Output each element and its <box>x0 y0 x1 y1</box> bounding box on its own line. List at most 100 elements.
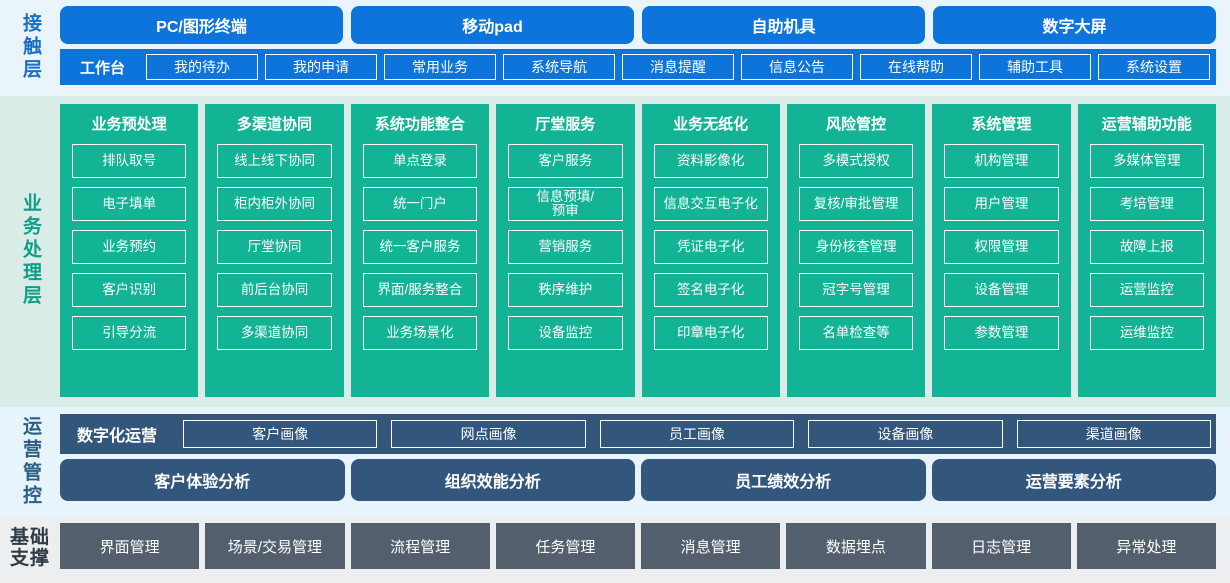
business-item[interactable]: 厅堂协同 <box>217 230 332 264</box>
analysis-chip-customer-experience[interactable]: 客户体验分析 <box>60 459 345 501</box>
business-column-system-integration: 系统功能整合 单点登录 统一门户 统一客户服务 界面/服务整合 业务场景化 <box>350 104 490 397</box>
business-column-title: 业务预处理 <box>91 116 167 133</box>
base-chip-log-management[interactable]: 日志管理 <box>931 523 1071 569</box>
portrait-chip-channel[interactable]: 渠道画像 <box>1016 420 1211 448</box>
base-chip-task-management[interactable]: 任务管理 <box>495 523 635 569</box>
business-column-title: 多渠道协同 <box>237 116 313 133</box>
business-item[interactable]: 多模式授权 <box>798 144 914 178</box>
business-item[interactable]: 印章电子化 <box>653 316 768 350</box>
workbench-chip-system-navigation[interactable]: 系统导航 <box>503 54 616 80</box>
contact-layer-label: 接触层 <box>0 6 60 88</box>
business-column-title: 风险管控 <box>826 116 887 133</box>
workbench-chip-my-todo[interactable]: 我的待办 <box>146 54 259 80</box>
analysis-chip-operation-factor[interactable]: 运营要素分析 <box>931 459 1216 501</box>
portrait-chip-employee[interactable]: 员工画像 <box>599 420 795 448</box>
business-item[interactable]: 业务预约 <box>72 230 187 264</box>
business-item[interactable]: 信息交互电子化 <box>653 187 768 221</box>
digital-operations-title: 数字化运营 <box>77 428 158 445</box>
business-item[interactable]: 复核/审批管理 <box>798 187 914 221</box>
analysis-row: 客户体验分析 组织效能分析 员工绩效分析 运营要素分析 <box>60 459 1216 501</box>
business-item[interactable]: 凭证电子化 <box>653 230 768 264</box>
business-item[interactable]: 权限管理 <box>944 230 1059 264</box>
base-support-layer: 基础 支撑 界面管理 场景/交易管理 流程管理 任务管理 消息管理 数据埋点 日… <box>0 517 1230 583</box>
business-item[interactable]: 多渠道协同 <box>217 316 332 350</box>
contact-layer-body: PC/图形终端 移动pad 自助机具 数字大屏 工作台 我的待办 我的申请 常用… <box>60 6 1230 88</box>
business-item[interactable]: 统一门户 <box>362 187 478 221</box>
operations-layer-label-text: 运营管控 <box>19 415 41 508</box>
base-chip-message-management[interactable]: 消息管理 <box>641 523 781 569</box>
base-chip-ui-management[interactable]: 界面管理 <box>60 523 200 569</box>
contact-layer-label-text: 接触层 <box>19 12 41 82</box>
workbench-chip-message-alert[interactable]: 消息提醒 <box>622 54 735 80</box>
portrait-chip-customer[interactable]: 客户画像 <box>183 420 378 448</box>
workbench-chip-common-business[interactable]: 常用业务 <box>384 54 497 80</box>
business-column-title: 厅堂服务 <box>535 116 596 133</box>
operations-layer: 运营管控 数字化运营 客户画像 网点画像 员工画像 设备画像 渠道画像 客户体验… <box>0 407 1230 517</box>
business-column-paperless: 业务无纸化 资料影像化 信息交互电子化 凭证电子化 签名电子化 印章电子化 <box>641 104 780 397</box>
business-item[interactable]: 电子填单 <box>72 187 187 221</box>
base-chip-exception-handling[interactable]: 异常处理 <box>1076 523 1216 569</box>
business-item[interactable]: 业务场景化 <box>362 316 478 350</box>
business-item[interactable]: 设备监控 <box>508 316 623 350</box>
business-item[interactable]: 排队取号 <box>72 144 187 178</box>
business-item[interactable]: 多媒体管理 <box>1089 144 1204 178</box>
business-item[interactable]: 客户识别 <box>72 273 187 307</box>
channel-chip-self-service[interactable]: 自助机具 <box>642 6 925 44</box>
base-row: 界面管理 场景/交易管理 流程管理 任务管理 消息管理 数据埋点 日志管理 异常… <box>60 523 1216 569</box>
base-chip-scene-transaction-management[interactable]: 场景/交易管理 <box>205 523 345 569</box>
business-item[interactable]: 运维监控 <box>1089 316 1204 350</box>
business-column-operation-support: 运营辅助功能 多媒体管理 考培管理 故障上报 运营监控 运维监控 <box>1077 104 1216 397</box>
operations-layer-label: 运营管控 <box>0 414 60 509</box>
business-item[interactable]: 运营监控 <box>1089 273 1204 307</box>
business-item[interactable]: 参数管理 <box>944 316 1059 350</box>
business-item[interactable]: 故障上报 <box>1089 230 1204 264</box>
business-column-lobby-service: 厅堂服务 客户服务 信息预填/ 预审 营销服务 秩序维护 设备监控 <box>496 104 635 397</box>
channel-chip-pc[interactable]: PC/图形终端 <box>60 6 343 44</box>
business-item[interactable]: 设备管理 <box>944 273 1059 307</box>
business-column-title: 系统功能整合 <box>374 116 465 133</box>
business-column-system-management: 系统管理 机构管理 用户管理 权限管理 设备管理 参数管理 <box>932 104 1071 397</box>
business-item[interactable]: 签名电子化 <box>653 273 768 307</box>
workbench-chip-aux-tools[interactable]: 辅助工具 <box>979 54 1092 80</box>
workbench-chip-online-help[interactable]: 在线帮助 <box>860 54 973 80</box>
business-layer-label: 业务处理层 <box>0 104 60 397</box>
portrait-chip-branch[interactable]: 网点画像 <box>391 420 586 448</box>
business-item[interactable]: 营销服务 <box>508 230 623 264</box>
business-item[interactable]: 冠字号管理 <box>798 273 914 307</box>
business-item[interactable]: 前后台协同 <box>217 273 332 307</box>
base-support-layer-label-text: 基础 支撑 <box>9 527 50 569</box>
analysis-chip-employee-performance[interactable]: 员工绩效分析 <box>641 459 926 501</box>
business-item[interactable]: 引导分流 <box>72 316 187 350</box>
portrait-chip-device[interactable]: 设备画像 <box>808 420 1003 448</box>
workbench-chip-my-application[interactable]: 我的申请 <box>265 54 378 80</box>
business-column-title: 系统管理 <box>971 116 1032 133</box>
channel-chip-mobile-pad[interactable]: 移动pad <box>351 6 634 44</box>
digital-operations-row: 数字化运营 客户画像 网点画像 员工画像 设备画像 渠道画像 <box>60 414 1216 454</box>
business-column-risk-control: 风险管控 多模式授权 复核/审批管理 身份核查管理 冠字号管理 名单检查等 <box>786 104 926 397</box>
business-item[interactable]: 柜内柜外协同 <box>217 187 332 221</box>
operations-layer-body: 数字化运营 客户画像 网点画像 员工画像 设备画像 渠道画像 客户体验分析 组织… <box>60 414 1230 509</box>
business-item[interactable]: 客户服务 <box>508 144 623 178</box>
business-item[interactable]: 线上线下协同 <box>217 144 332 178</box>
business-item[interactable]: 资料影像化 <box>653 144 768 178</box>
workbench-chip-system-settings[interactable]: 系统设置 <box>1098 54 1211 80</box>
business-item[interactable]: 界面/服务整合 <box>362 273 478 307</box>
business-item[interactable]: 名单检查等 <box>798 316 914 350</box>
analysis-chip-organization-efficiency[interactable]: 组织效能分析 <box>350 459 635 501</box>
base-chip-process-management[interactable]: 流程管理 <box>350 523 490 569</box>
business-item[interactable]: 秩序维护 <box>508 273 623 307</box>
business-column-title: 业务无纸化 <box>673 116 749 133</box>
business-item[interactable]: 单点登录 <box>362 144 478 178</box>
workbench-chip-announcement[interactable]: 信息公告 <box>741 54 854 80</box>
business-item[interactable]: 统一客户服务 <box>362 230 478 264</box>
business-item[interactable]: 信息预填/ 预审 <box>508 187 623 221</box>
business-item[interactable]: 机构管理 <box>944 144 1059 178</box>
base-chip-data-tracking[interactable]: 数据埋点 <box>786 523 926 569</box>
business-item[interactable]: 身份核查管理 <box>798 230 914 264</box>
business-column-preprocess: 业务预处理 排队取号 电子填单 业务预约 客户识别 引导分流 <box>60 104 199 397</box>
business-item[interactable]: 考培管理 <box>1089 187 1204 221</box>
business-layer-body: 业务预处理 排队取号 电子填单 业务预约 客户识别 引导分流 多渠道协同 线上线… <box>60 104 1230 397</box>
business-item[interactable]: 用户管理 <box>944 187 1059 221</box>
channel-chip-digital-screen[interactable]: 数字大屏 <box>933 6 1216 44</box>
base-support-layer-label: 基础 支撑 <box>0 523 60 575</box>
